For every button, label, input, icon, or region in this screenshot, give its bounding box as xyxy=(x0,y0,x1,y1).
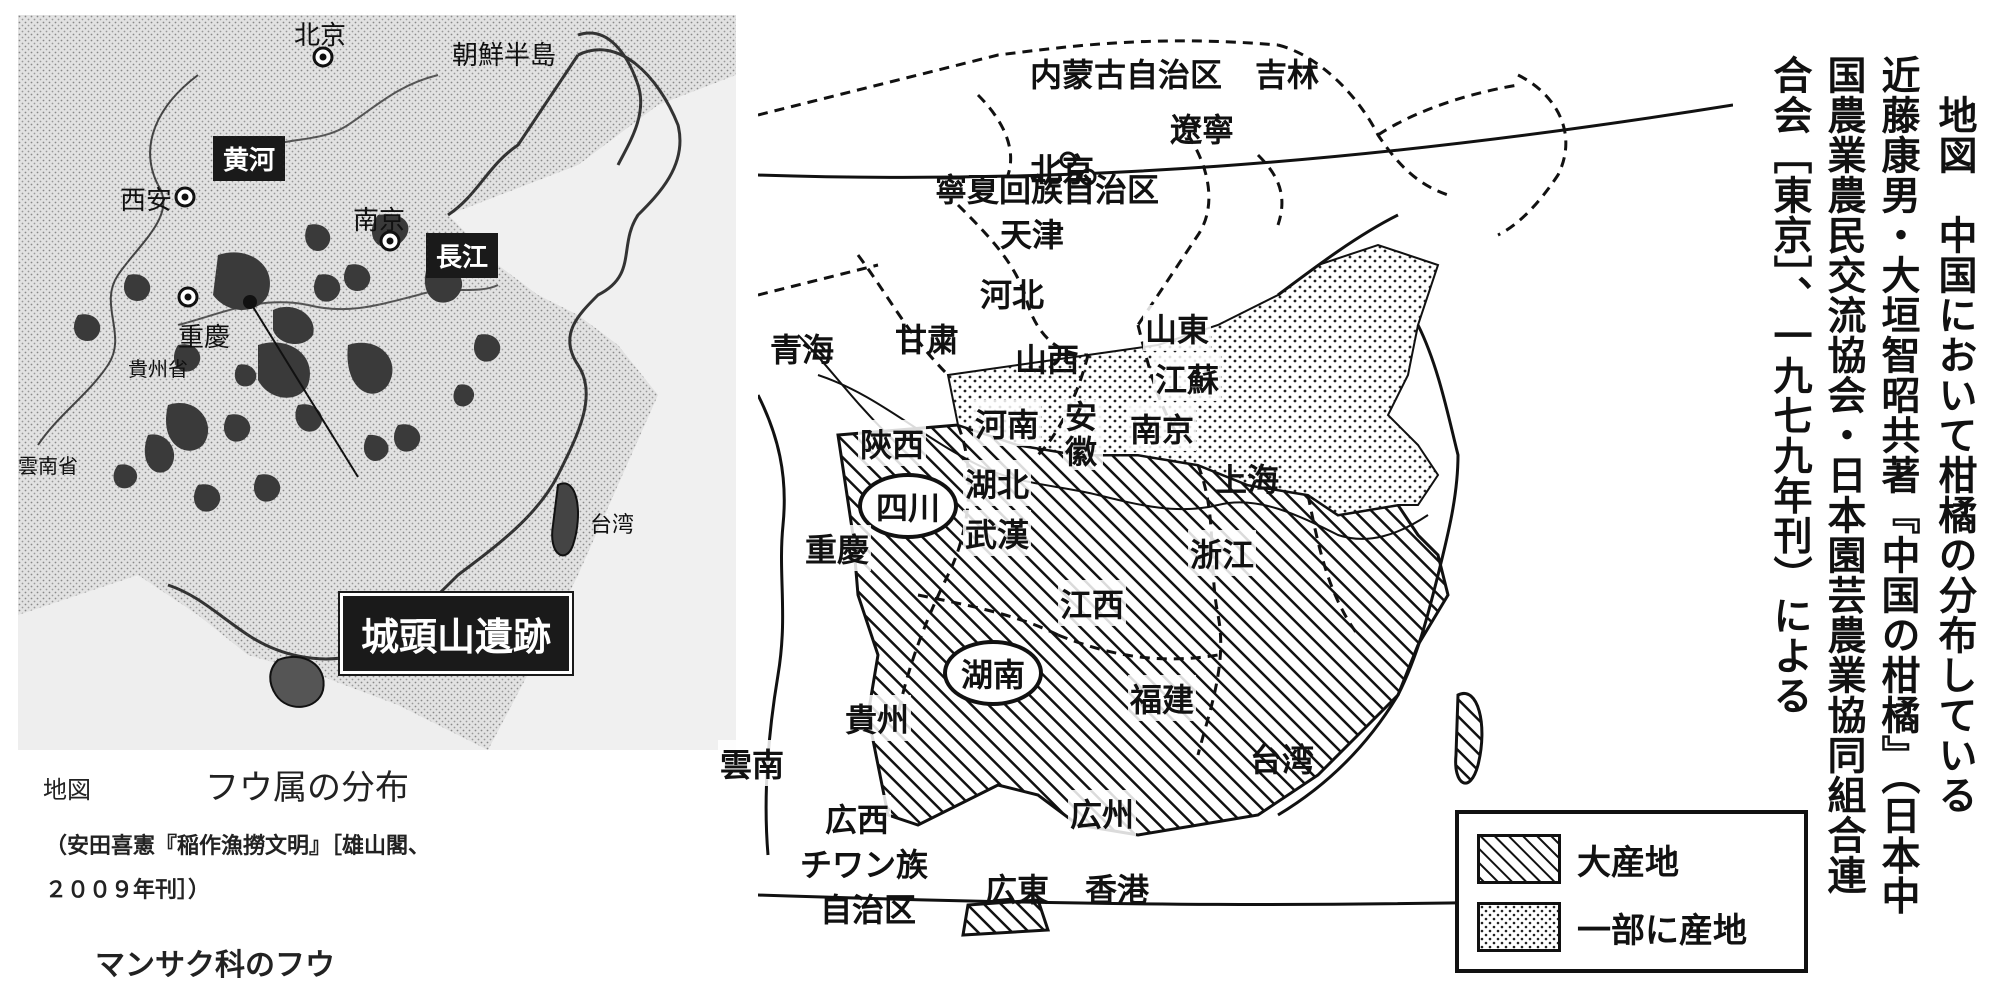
label-hebei: 河北 xyxy=(980,276,1045,314)
legend-row-major: 大産地 xyxy=(1477,834,1679,884)
label-yellow-river: 黄河 xyxy=(213,136,286,181)
citrus-distribution-map: 内蒙古自治区 吉林 遼寧 寧夏回族自治区 北京 天津 河北 青海 甘粛 山西 山… xyxy=(718,35,1733,945)
caption-line-2: 近藤康男・大垣智昭共著『中国の柑橘』（日本中 xyxy=(1875,55,1921,916)
label-yunnan: 雲南 xyxy=(718,740,787,786)
legend-label-partial: 一部に産地 xyxy=(1577,910,1747,951)
caption-line-1: 地図 中国において柑橘の分布している xyxy=(1932,95,1978,815)
legend-label-major: 大産地 xyxy=(1577,842,1679,883)
label-wuhan: 武漢 xyxy=(963,510,1032,556)
label-shaanxi: 陝西 xyxy=(858,420,927,466)
label-henan: 河南 xyxy=(973,400,1042,446)
beijing-marker xyxy=(1059,151,1077,169)
map-legend: 大産地 一部に産地 xyxy=(1455,810,1808,973)
caption-line-3: 国農業農民交流協会・日本園芸農業協同組合連 xyxy=(1821,55,1867,895)
left-caption-prefix: 地図 xyxy=(43,776,91,804)
coastline xyxy=(167,48,682,661)
label-fujian: 福建 xyxy=(1128,675,1197,721)
sea-area-south xyxy=(18,575,488,750)
label-zhejiang: 浙江 xyxy=(1188,530,1257,576)
label-guizhou: 貴州 xyxy=(843,695,912,741)
boundary-line xyxy=(37,74,199,446)
label-liaoning: 遼寧 xyxy=(1170,111,1235,149)
label-shanxi: 山西 xyxy=(1015,341,1080,379)
label-jiangsu: 江蘇 xyxy=(1153,355,1222,401)
label-guangdong: 広東 xyxy=(985,871,1050,909)
caption-line-4: 合会［東京］、一九七九年刊）による xyxy=(1767,55,1813,716)
liquidambar-distribution-map: 北京 朝鮮半島 黄河 西安 南京 長江 重慶 貴州省 雲南省 台湾 城頭山遺跡 xyxy=(18,15,736,750)
tianjin-marker xyxy=(1079,168,1097,186)
label-beijing: 北京 xyxy=(1030,151,1095,189)
left-caption-title: フウ属の分布 xyxy=(205,768,409,808)
hainan-island xyxy=(269,655,325,708)
label-ningxia: 寧夏回族自治区 xyxy=(935,171,1160,209)
label-jilin: 吉林 xyxy=(1255,56,1320,94)
label-guangxi-2: チワン族 xyxy=(800,846,929,884)
latitude-line-north xyxy=(758,103,1733,179)
left-caption-note: マンサク科のフウ xyxy=(95,948,335,983)
sea-area xyxy=(448,75,736,750)
site-leader-line xyxy=(249,301,359,478)
label-nanjing: 南京 xyxy=(1128,405,1197,451)
label-anhui: 安徽 xyxy=(1063,399,1103,471)
legend-swatch-dotted xyxy=(1477,902,1561,952)
label-chongqing: 重慶 xyxy=(803,525,872,571)
label-taiwan: 台湾 xyxy=(590,513,635,538)
label-guizhou: 貴州省 xyxy=(128,357,188,381)
label-hongkong: 香港 xyxy=(1085,871,1150,909)
city-markers xyxy=(174,46,401,309)
legend-swatch-hatched xyxy=(1477,834,1561,884)
label-inner-mongolia: 内蒙古自治区 xyxy=(1030,56,1223,94)
label-gansu: 甘粛 xyxy=(895,321,960,359)
taiwan-island xyxy=(551,482,579,557)
label-nanjing: 南京 xyxy=(353,206,406,236)
river-line xyxy=(817,374,1429,540)
label-site: 城頭山遺跡 xyxy=(337,591,575,676)
left-caption-source-1: （安田喜憲『稲作漁撈文明』［雄山閣、 xyxy=(45,834,431,859)
label-guangxi-3: 自治区 xyxy=(820,891,917,929)
label-shandong: 山東 xyxy=(1143,305,1212,351)
label-shanghai: 上海 xyxy=(1215,461,1280,499)
label-beijing: 北京 xyxy=(294,21,347,51)
label-guangzhou: 広州 xyxy=(1068,790,1137,836)
label-tianjin: 天津 xyxy=(1000,216,1065,254)
korea-coast xyxy=(577,31,643,166)
label-chongqing: 重慶 xyxy=(178,323,231,353)
label-qinghai: 青海 xyxy=(770,331,835,369)
province-borders xyxy=(758,39,1568,756)
taiwan-production xyxy=(1454,691,1484,785)
label-taiwan: 台湾 xyxy=(1250,741,1315,779)
label-sichuan: 四川 xyxy=(858,473,959,539)
western-border xyxy=(758,394,786,856)
legend-row-partial: 一部に産地 xyxy=(1477,902,1747,952)
label-yangtze: 長江 xyxy=(426,233,499,278)
label-hunan: 湖南 xyxy=(943,640,1044,706)
label-hubei: 湖北 xyxy=(963,460,1032,506)
label-jiangxi: 江西 xyxy=(1058,580,1127,626)
label-guangxi-1: 広西 xyxy=(823,795,892,841)
label-xian: 西安 xyxy=(120,186,173,216)
coastline xyxy=(1277,213,1460,817)
left-caption-source-2: ２００９年刊］） xyxy=(45,878,211,903)
label-korea: 朝鮮半島 xyxy=(452,41,557,71)
label-yunnan: 雲南省 xyxy=(18,454,78,478)
